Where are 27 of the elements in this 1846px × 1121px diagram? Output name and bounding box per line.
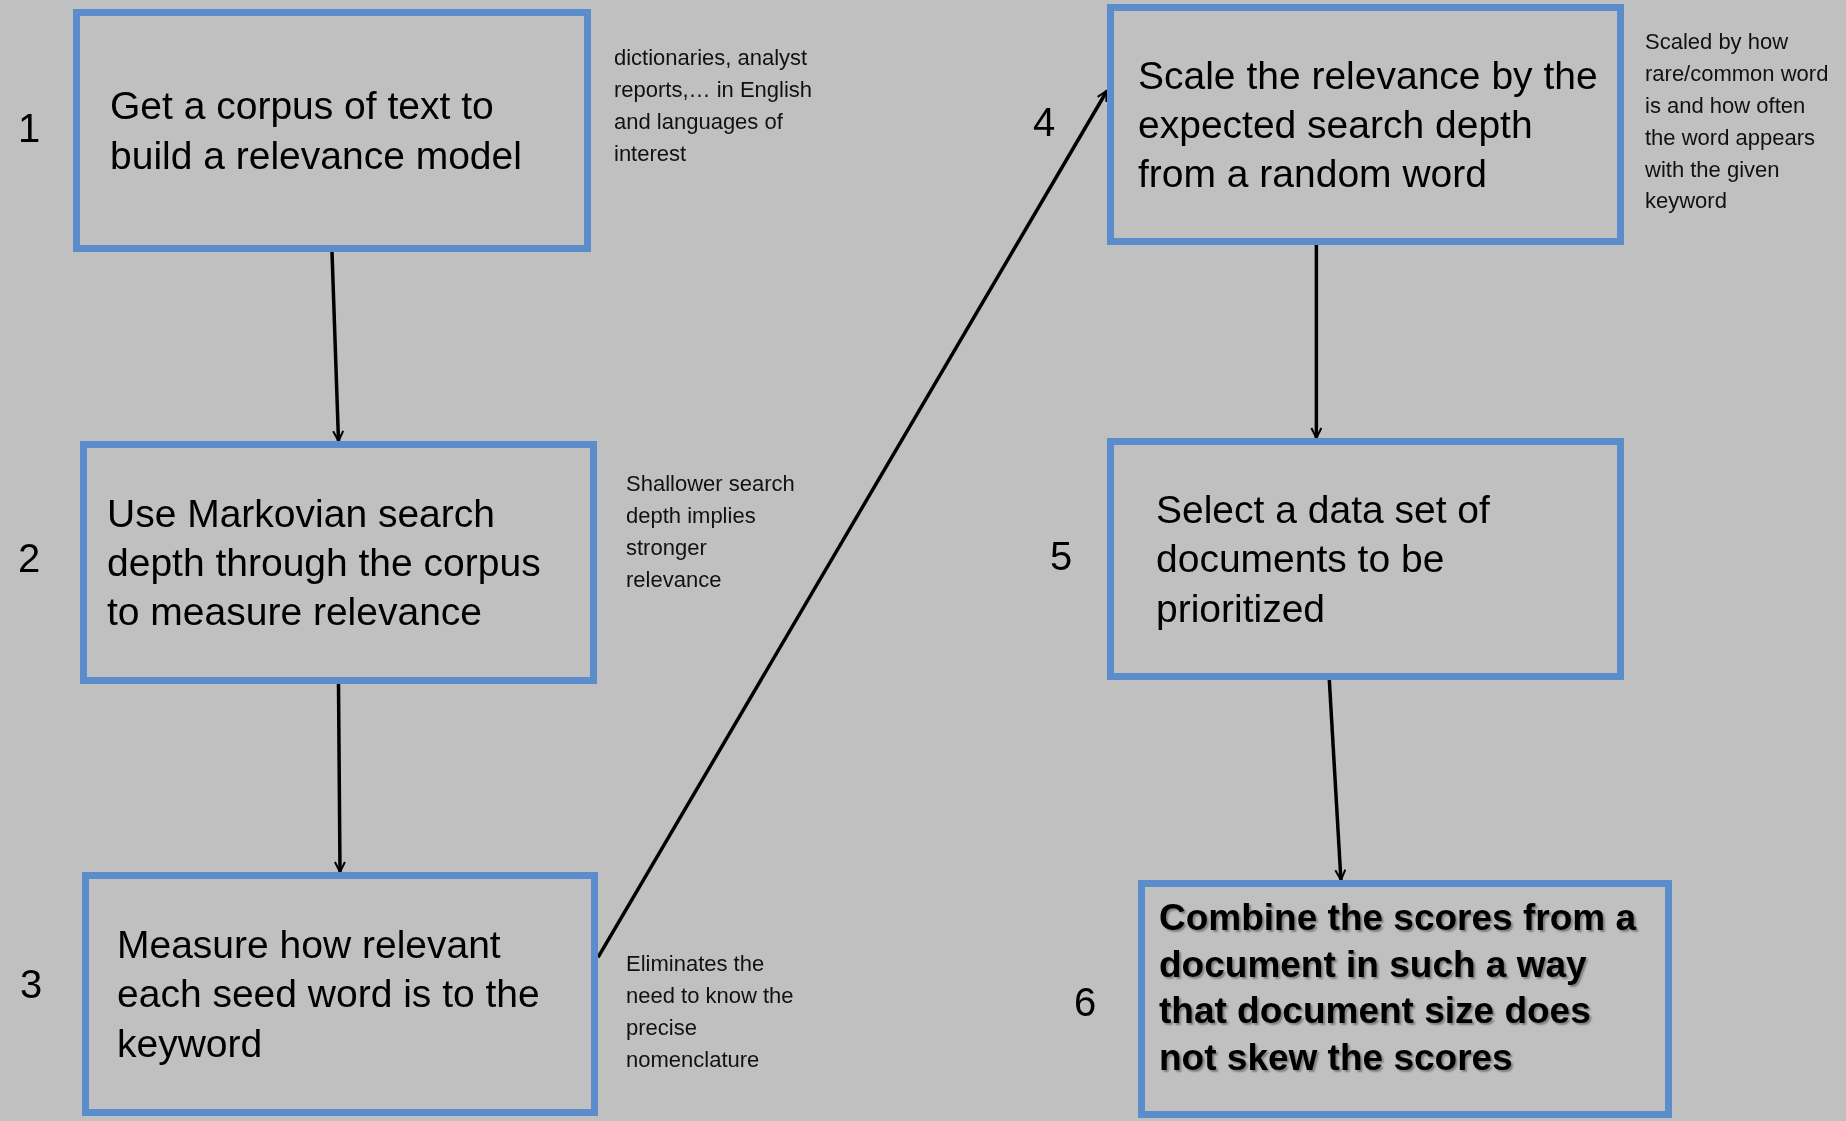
step-number: 3 [20, 962, 43, 1007]
process-box [80, 441, 597, 684]
process-box [82, 872, 598, 1116]
side-note: Eliminates the need to know the precise nomenclature [626, 950, 795, 1074]
step-number: 2 [18, 536, 41, 581]
process-box [1107, 438, 1624, 680]
step-number: 1 [18, 106, 41, 151]
step-number: 5 [1050, 534, 1073, 579]
arrow [333, 684, 346, 873]
step-text: Get a corpus of text to build a relevance model [110, 83, 523, 179]
side-note: dictionaries, analyst reports,… in English and languages of interest [614, 44, 814, 168]
side-note: Scaled by how rare/common word is and how often the word appears with the given keyword [1645, 28, 1830, 216]
process-box [73, 9, 591, 252]
arrow [1327, 679, 1347, 881]
side-note: Shallower search depth implies stronger relevance [626, 470, 796, 594]
step-text: Scale the relevance by the expected search depth from a random word [1138, 52, 1599, 198]
step-number: 6 [1074, 980, 1097, 1025]
process-box [1107, 4, 1624, 245]
arrow [1310, 245, 1323, 439]
step-text: Use Markovian search depth through the corpus to measure relevance [107, 490, 542, 636]
step-text: Select a data set of documents to be prioritized [1156, 487, 1491, 632]
step-text: Measure how relevant each seed word is to the keyword [117, 922, 541, 1067]
arrow [330, 251, 345, 442]
arrow [596, 89, 1109, 959]
step-number: 4 [1033, 100, 1056, 145]
step-text: Combine the scores from a document in such a way that document size does not skew the scores [1159, 896, 1638, 1080]
process-box [1138, 880, 1672, 1118]
